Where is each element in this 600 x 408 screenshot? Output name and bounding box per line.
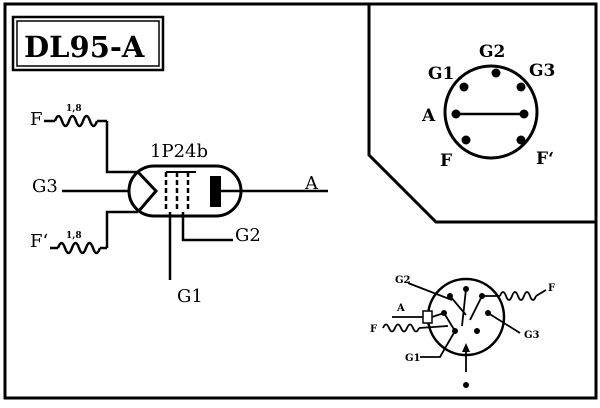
resistor-bottom-value: 1,8 [66,231,82,241]
socket-label-f: F [440,151,452,171]
socket-pin-f-prime [516,135,526,145]
resistor-bottom [56,241,102,255]
anode-plate [210,176,221,207]
orientation-dot [463,382,469,388]
tube-type-label: 1P24b [150,141,208,162]
socket-label-g1: G1 [428,64,454,84]
tube-title: DL95-A [24,30,145,64]
pin-label-f-bottom: F‘ [30,231,48,252]
cathode-filament [136,170,159,213]
tube-schematic: F 1,8 F‘ 1,8 G3 [30,104,328,307]
socket-pin-g3 [516,82,526,92]
outer-frame [3,2,598,400]
socket-label-g2: G2 [479,42,505,62]
socket-pin-a2 [519,109,529,119]
resistor-top-value: 1,8 [66,104,82,114]
pin-label-a: A [304,173,319,194]
socket-pin-g2 [491,68,501,78]
pin-label-f-top: F [30,109,43,130]
socket-pin-g1 [459,82,469,92]
resistor-top [53,114,99,128]
g2-lead [181,212,233,242]
pin-label-g3: G3 [32,176,58,197]
socket-label-g3: G3 [529,61,555,81]
bottom-label-f-left: F [370,324,377,335]
bottom-label-g3: G3 [524,330,540,341]
filament-top-lead: F 1,8 [30,104,138,174]
pin-label-g1: G1 [177,286,203,307]
socket-label-f-prime: F‘ [536,149,554,169]
socket-outline [443,64,539,160]
socket-label-a: A [421,106,436,126]
bottom-label-f-right: F [548,283,555,294]
bottom-view-diagram: G2 F A F G3 G1 [370,275,555,388]
pin-label-g2: G2 [235,225,261,246]
socket-diagram: G1 G2 G3 A F F‘ [421,42,555,171]
socket-pin-f [461,135,471,145]
bottom-label-g1: G1 [405,353,421,364]
bottom-label-g2: G2 [395,275,411,286]
filament-bottom-lead: F‘ 1,8 [30,210,138,255]
title-box: DL95-A [11,15,165,72]
socket-panel-border [367,4,596,224]
socket-pin-a [451,109,461,119]
bottom-label-a: A [396,303,405,314]
